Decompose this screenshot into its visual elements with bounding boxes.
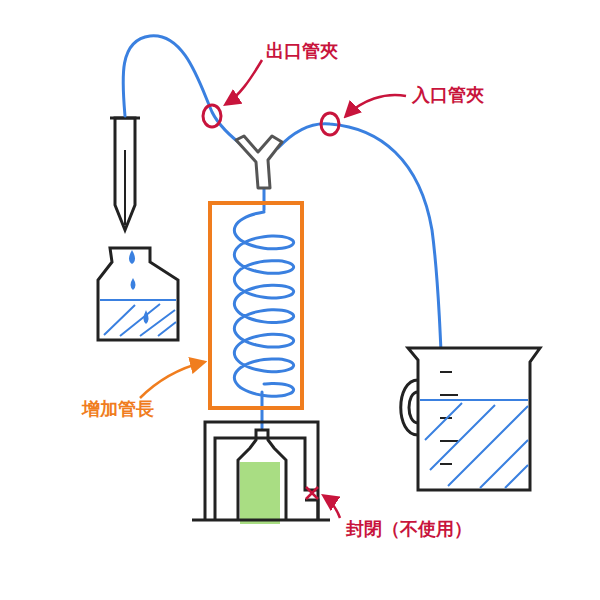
tubing xyxy=(123,36,446,478)
length-box xyxy=(210,203,302,408)
beaker xyxy=(401,348,540,490)
leader-arrows xyxy=(140,60,406,518)
bottle xyxy=(98,248,178,340)
outlet-clip xyxy=(203,105,221,127)
tube-coil xyxy=(234,212,293,396)
closed-label: 封閉（不使用） xyxy=(346,518,472,540)
length-label: 增加管長 xyxy=(82,398,154,420)
closed-mark xyxy=(306,487,318,499)
inlet-clip-label: 入口管夾 xyxy=(412,84,484,106)
inlet-clip xyxy=(321,113,339,135)
dropper xyxy=(110,118,140,230)
y-connector xyxy=(236,136,282,188)
device xyxy=(192,422,330,524)
outlet-clip-label: 出口管夾 xyxy=(266,40,338,62)
